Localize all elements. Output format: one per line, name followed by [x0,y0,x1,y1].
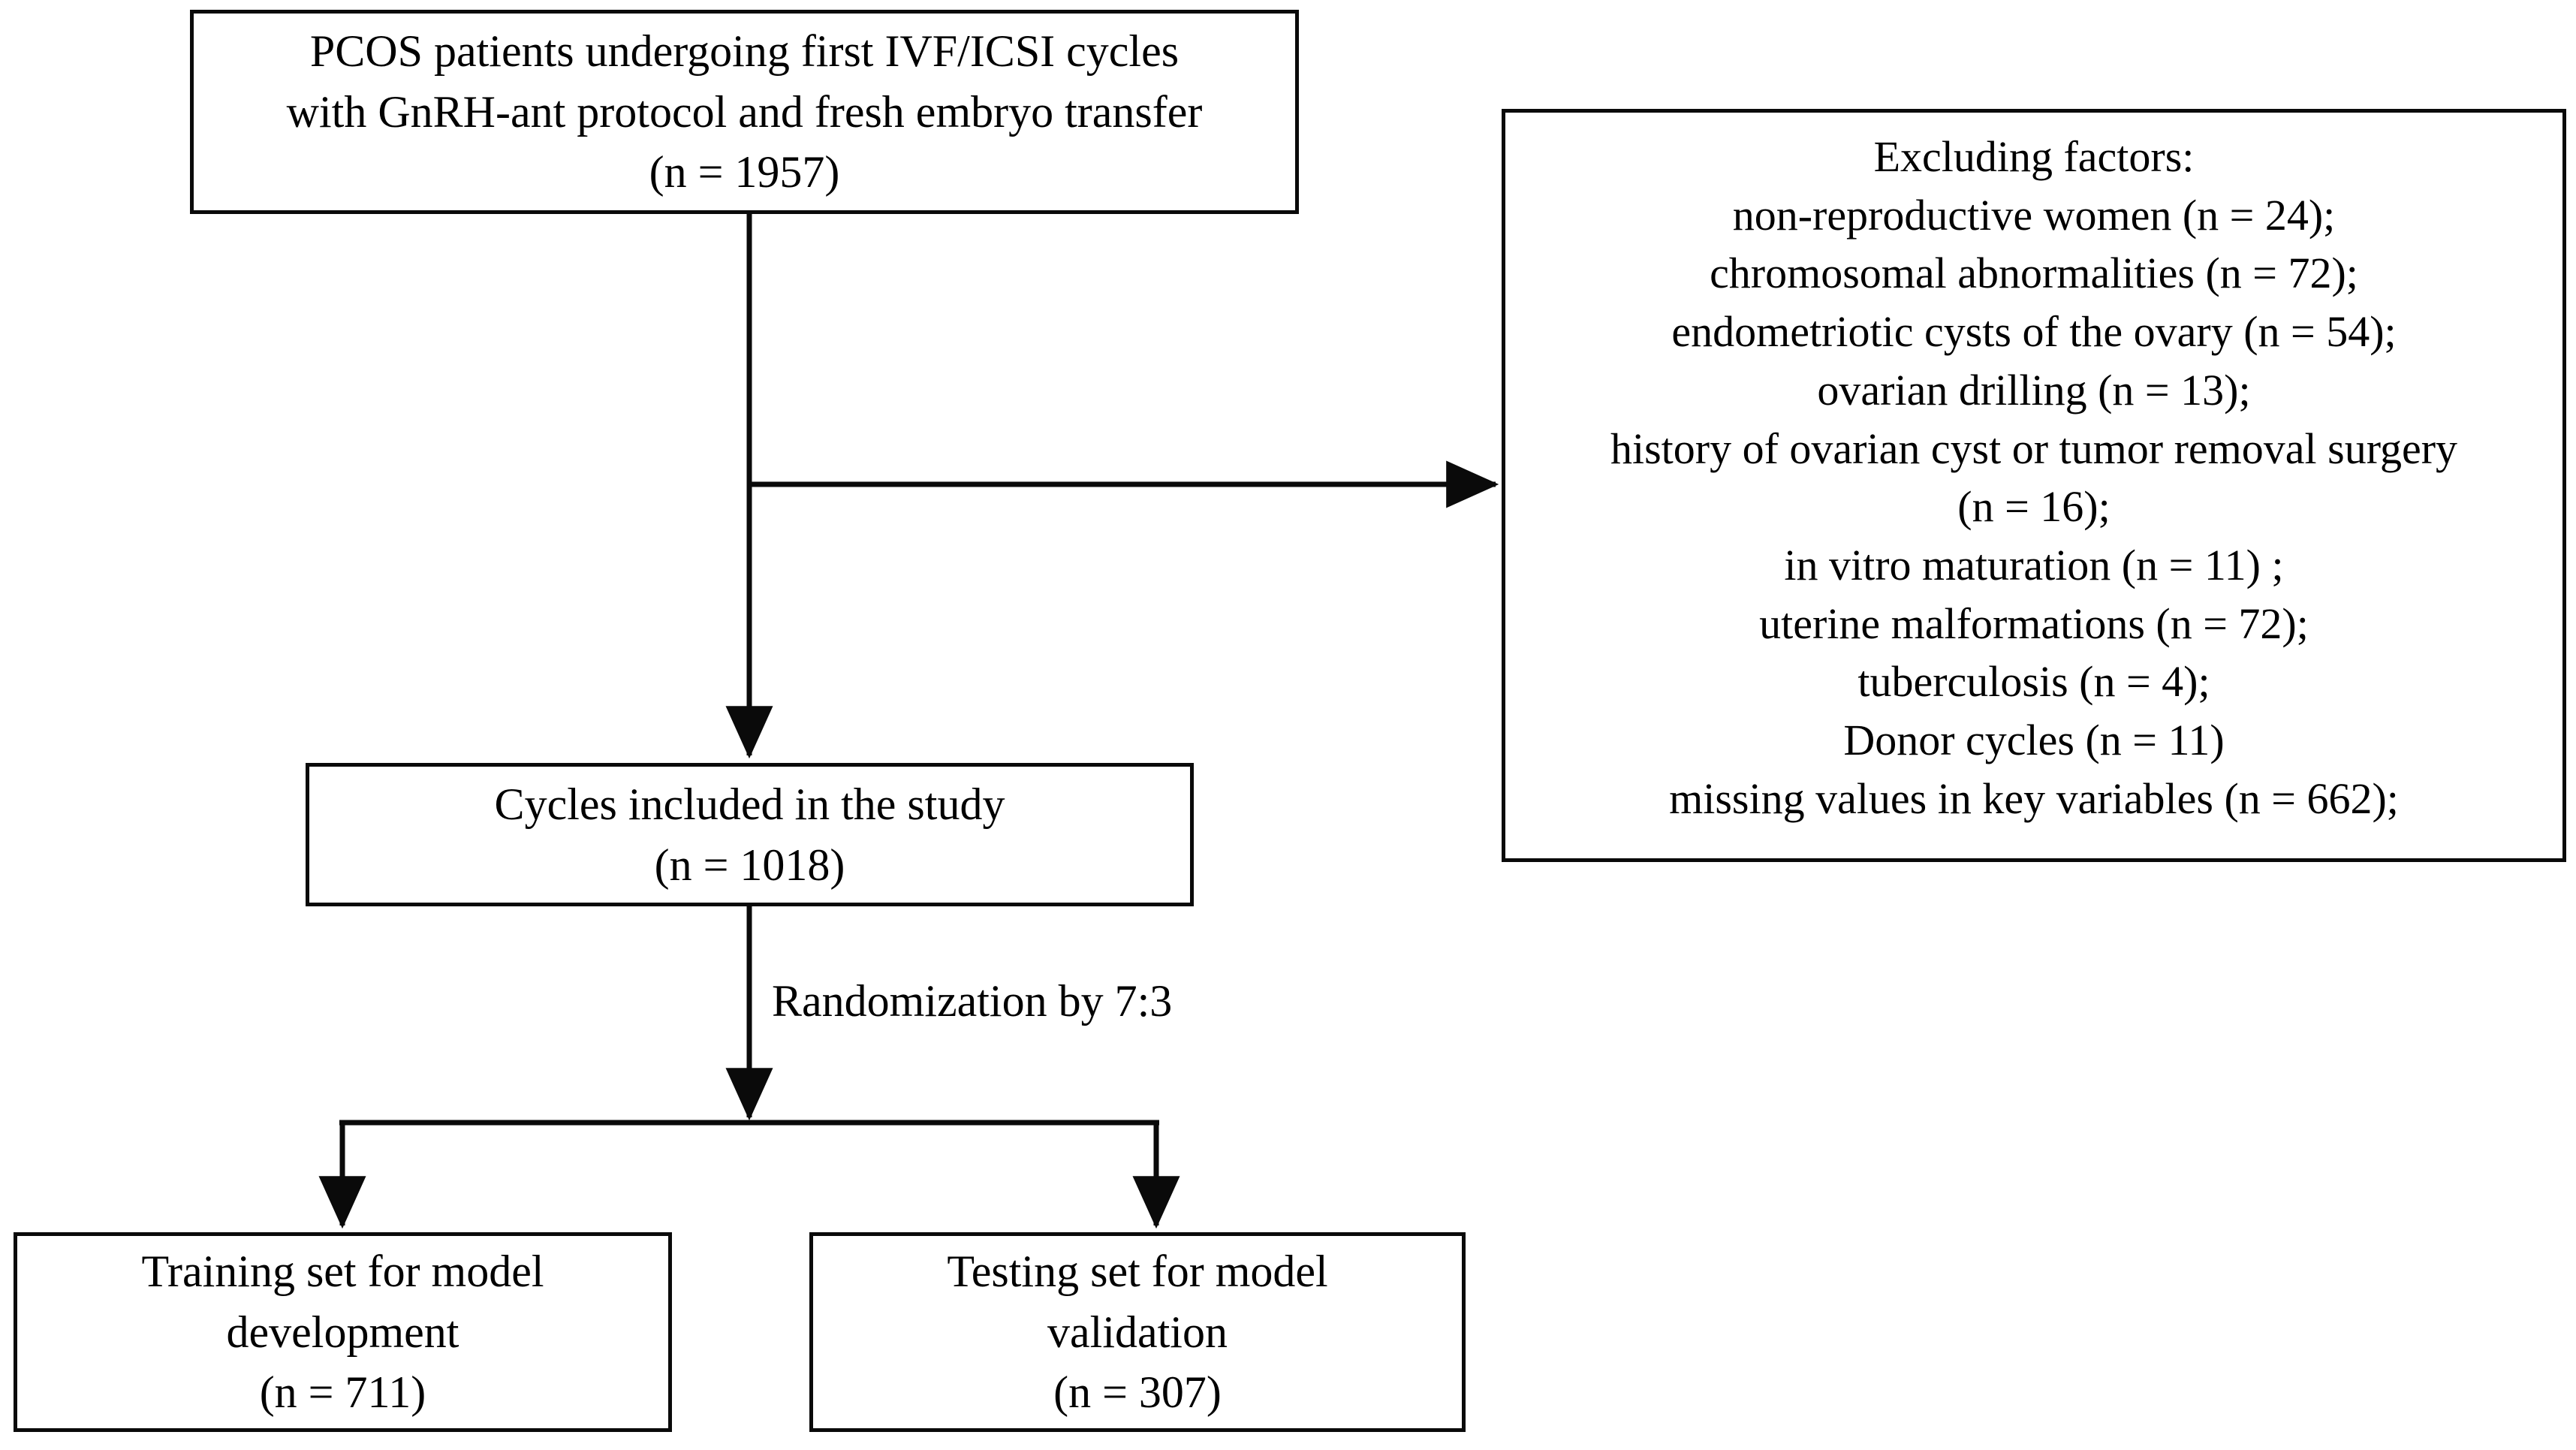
node-source-cohort: PCOS patients undergoing first IVF/ICSI … [190,10,1299,214]
testing-set-line-1: Testing set for model [947,1247,1328,1297]
exclusion-item: missing values in key variables (n = 662… [1669,773,2399,823]
source-cohort-count: (n = 1957) [649,147,840,197]
source-cohort-line-1: PCOS patients undergoing first IVF/ICSI … [309,26,1180,77]
exclusion-item: endometriotic cysts of the ovary (n = 54… [1671,307,2397,357]
testing-set-line-2: validation [1047,1307,1228,1357]
cycles-included-count: (n = 1018) [654,840,845,890]
edge-label-randomization: Randomization by 7:3 [772,976,1173,1026]
training-set-line-1: Training set for model [141,1247,544,1297]
cycles-included-label: Cycles included in the study [494,779,1005,830]
source-cohort-line-2: with GnRH-ant protocol and fresh embryo … [286,86,1203,137]
training-set-count: (n = 711) [259,1367,426,1418]
exclusion-item: Donor cycles (n = 11) [1843,716,2225,765]
training-set-line-2: development [226,1307,459,1357]
exclusion-item: tuberculosis (n = 4); [1857,657,2210,707]
node-cycles-included: Cycles included in the study (n = 1018) [306,763,1194,906]
testing-set-count: (n = 307) [1053,1367,1222,1418]
exclusion-item: (n = 16); [1957,482,2111,532]
exclusion-item: ovarian drilling (n = 13); [1817,365,2251,415]
exclusion-item: uterine malformations (n = 72); [1759,598,2309,648]
node-excluding-factors: Excluding factors: non-reproductive wome… [1502,109,2566,862]
node-testing-set: Testing set for model validation (n = 30… [809,1232,1466,1432]
excluding-factors-heading: Excluding factors: [1873,132,2195,181]
exclusion-item: history of ovarian cyst or tumor removal… [1610,424,2458,473]
exclusion-item: in vitro maturation (n = 11) ; [1784,541,2284,590]
node-training-set: Training set for model development (n = … [14,1232,672,1432]
exclusion-item: non-reproductive women (n = 24); [1732,190,2336,240]
exclusion-item: chromosomal abnormalities (n = 72); [1710,249,2358,298]
